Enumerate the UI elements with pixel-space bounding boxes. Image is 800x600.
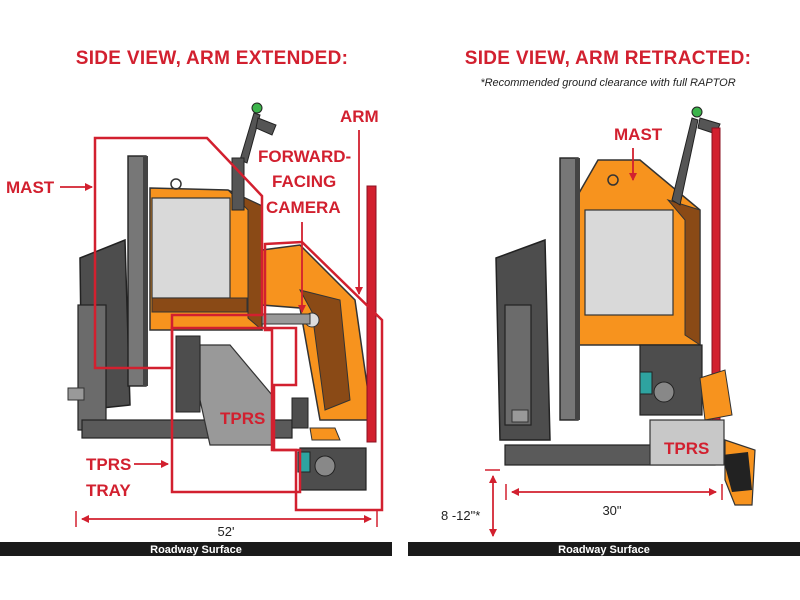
mast-callout: MAST (6, 178, 55, 197)
mast-outline (93, 136, 264, 370)
arm-callout: ARM (340, 107, 379, 126)
road-surface-left (0, 542, 392, 556)
left-panel: SIDE VIEW, ARM EXTENDED: (0, 48, 392, 556)
right-panel: SIDE VIEW, ARM RETRACTED: *Recommended g… (408, 48, 800, 556)
camera-callout-line1: FORWARD- (258, 147, 351, 166)
road-label-left: Roadway Surface (150, 544, 242, 556)
width-dimension-left: 52' (75, 511, 378, 539)
camera-callout-line2: FACING (272, 172, 336, 191)
left-panel-title: SIDE VIEW, ARM EXTENDED: (76, 48, 349, 69)
mast-callout-right: MAST (614, 125, 663, 144)
road-surface-right (408, 542, 800, 556)
tray-callout-line2: TRAY (86, 481, 131, 500)
width-dimension-right: 30" (505, 484, 723, 518)
machine-arm-retracted (495, 106, 756, 506)
tprs-label-left: TPRS (220, 409, 265, 428)
camera-callout-line3: CAMERA (266, 198, 341, 217)
road-label-right: Roadway Surface (558, 544, 650, 556)
width-dimension-right-label: 30" (602, 503, 621, 518)
arm-outline (263, 240, 384, 512)
clearance-note: *Recommended ground clearance with full … (480, 77, 735, 89)
clearance-dimension-label: 8 -12"* (441, 508, 480, 523)
width-dimension-left-label: 52' (218, 524, 235, 539)
tray-callout-line1: TPRS (86, 455, 131, 474)
clearance-dimension: 8 -12"* (441, 469, 500, 537)
tprs-label-right: TPRS (664, 439, 709, 458)
right-panel-title: SIDE VIEW, ARM RETRACTED: (465, 48, 752, 69)
